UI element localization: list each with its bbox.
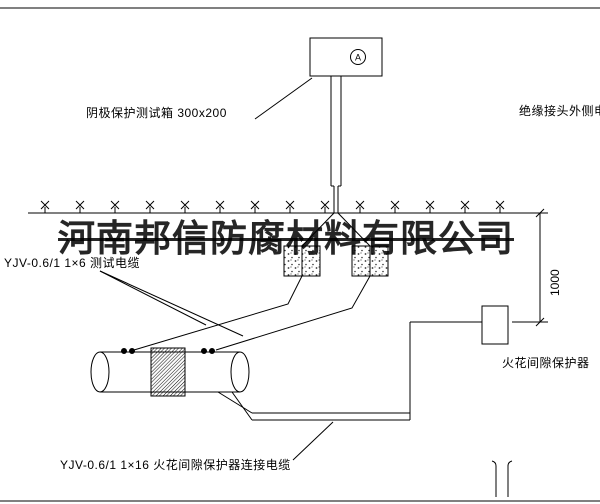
watermark: 河南邦信防腐材料有限公司 bbox=[58, 219, 514, 260]
test-box-leader-line bbox=[254, 77, 313, 120]
label-spark-gap: 火花间隙保护器 bbox=[502, 356, 590, 370]
cable-terminal-icon bbox=[201, 348, 207, 354]
test-cable-leader-2 bbox=[99, 270, 244, 337]
casing-symbol-icon bbox=[507, 460, 513, 497]
dim-tick-bottom bbox=[535, 317, 545, 327]
test-cable-leader-1 bbox=[99, 270, 207, 326]
ground-mark-icon bbox=[40, 200, 50, 214]
label-test-cable: YJV-0.6/1 1×6 测试电缆 bbox=[4, 256, 141, 270]
test-box bbox=[309, 37, 383, 77]
buried-cable-left bbox=[301, 212, 335, 247]
cable-terminal-icon bbox=[129, 348, 135, 354]
connect-cable-drop-1 bbox=[217, 391, 253, 414]
dimension-text: 1000 bbox=[548, 269, 562, 296]
meter-letter: A bbox=[355, 53, 361, 63]
spark-gap-box bbox=[481, 305, 509, 345]
meter-circle-icon bbox=[350, 49, 366, 65]
insulating-joint bbox=[150, 347, 186, 397]
test-cable-b bbox=[215, 275, 371, 351]
dim-tick-top bbox=[535, 208, 545, 218]
cable-terminal-icon bbox=[121, 348, 127, 354]
buried-cable-right bbox=[337, 212, 371, 247]
label-connect-cable: YJV-0.6/1 1×16 火花间隙保护器连接电缆 bbox=[60, 458, 291, 472]
test-cable-a bbox=[133, 275, 303, 351]
casing-symbol-icon bbox=[491, 460, 497, 497]
pipe-right-end bbox=[230, 351, 250, 393]
connect-cable-leader bbox=[292, 421, 334, 461]
label-outside-cable: 绝缘接头外侧电缆 bbox=[519, 104, 600, 118]
cable-terminal-icon bbox=[209, 348, 215, 354]
pipe-left-end bbox=[90, 351, 110, 393]
connect-cable-drop-2 bbox=[231, 391, 253, 421]
label-test-box: 阴极保护测试箱 300x200 bbox=[86, 106, 227, 120]
